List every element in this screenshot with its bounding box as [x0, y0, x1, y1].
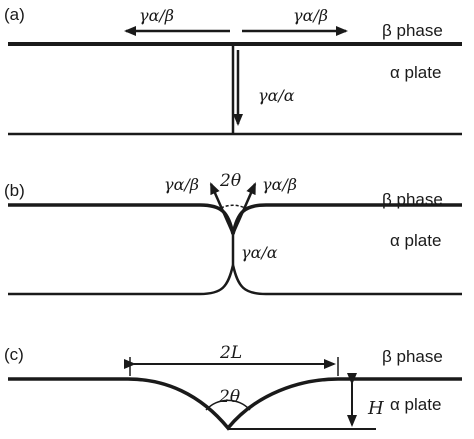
- panel-a-gamma-right-label: γα/β: [293, 6, 328, 25]
- panel-c: (c) 2L 2θ H β phase α plate: [4, 343, 462, 431]
- panel-c-bottom-phase-label: α plate: [390, 395, 441, 414]
- panel-c-interface-line: [8, 377, 462, 431]
- panel-b-angle-arc: [220, 204, 246, 209]
- panel-a-label: (a): [4, 5, 25, 24]
- panel-c-angle-arc: [205, 399, 251, 411]
- panel-b-gamma-left-label: γα/β: [164, 175, 199, 194]
- panel-b-gamma-right-label: γα/β: [262, 175, 297, 194]
- panel-c-width-label: 2L: [219, 343, 242, 363]
- panel-a-bottom-phase-label: α plate: [390, 63, 441, 82]
- panel-c-top-phase-label: β phase: [382, 347, 443, 366]
- panel-a: (a) γα/β γα/β γα/α β phase α plate: [4, 5, 462, 136]
- panel-a-top-phase-label: β phase: [382, 21, 443, 40]
- panel-b: (b) 2θ γα/β γα/β γα/α β phase α plate: [4, 171, 462, 296]
- panel-c-label: (c): [4, 345, 24, 364]
- panel-b-gamma-left-arrow: [209, 182, 235, 235]
- panel-b-bottom-phase-label: α plate: [390, 231, 441, 250]
- panel-c-height-label: H: [367, 398, 384, 419]
- panel-b-top-phase-label: β phase: [382, 190, 443, 209]
- panel-b-gamma-right-arrow: [231, 182, 257, 235]
- panel-b-angle-label: 2θ: [219, 171, 241, 191]
- panel-a-gamma-left-label: γα/β: [139, 6, 174, 25]
- panel-b-gamma-center-label: γα/α: [241, 243, 278, 262]
- panel-a-gamma-vertical-label: γα/α: [258, 86, 295, 105]
- panel-b-label: (b): [4, 181, 25, 200]
- panel-c-angle-label: 2θ: [218, 387, 240, 407]
- panel-b-plate-bottom-line: [8, 264, 462, 296]
